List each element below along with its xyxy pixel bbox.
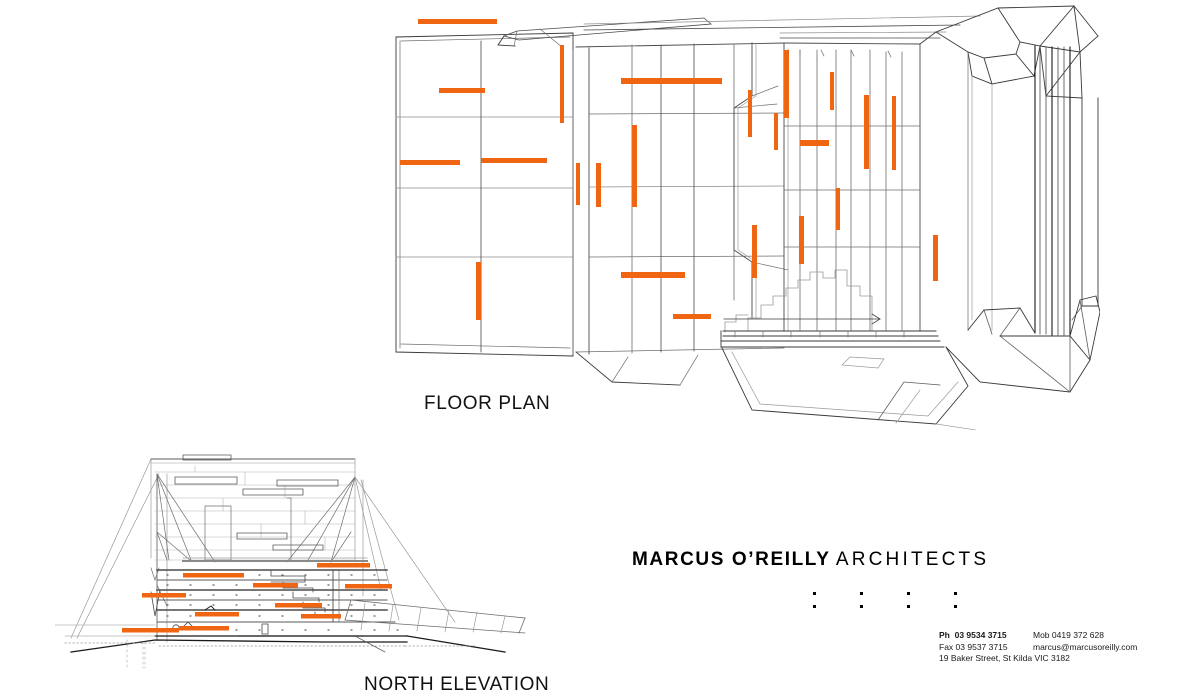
dot	[954, 605, 957, 608]
mobile-entry: Mob 0419 372 628	[1033, 630, 1104, 642]
dot-column	[813, 592, 816, 608]
dot	[860, 605, 863, 608]
mobile-label: Mob	[1033, 630, 1050, 640]
contact-row-address: 19 Baker Street, St Kilda VIC 3182	[939, 653, 1137, 665]
plan-orange-highlights	[400, 19, 938, 320]
dot-column	[907, 592, 910, 608]
practice-name-light: ARCHITECTS	[835, 549, 990, 570]
elevation-orange-highlights	[122, 563, 392, 633]
phone-number: 03 9534 3715	[954, 630, 1007, 640]
north-elevation-label: NORTH ELEVATION	[364, 674, 550, 695]
dot	[907, 592, 910, 595]
dot	[813, 592, 816, 595]
contact-row-fax: Fax 03 9537 3715 marcus@marcusoreilly.co…	[939, 642, 1137, 654]
dot	[907, 605, 910, 608]
fax-label: Fax	[939, 641, 954, 652]
title-block: MARCUS O’REILLY ARCHITECTS Ph 03 9	[632, 548, 1152, 678]
phone-label: Ph	[939, 630, 950, 640]
street-address: 19 Baker Street, St Kilda VIC 3182	[939, 653, 1070, 663]
email-address[interactable]: marcus@marcusoreilly.com	[1033, 641, 1138, 652]
contact-details: Ph 03 9534 3715 Mob 0419 372 628 Fax 03 …	[939, 630, 1137, 665]
dot-column	[954, 592, 957, 608]
floor-plan-drawing	[380, 0, 1100, 430]
practice-name: MARCUS O’REILLY ARCHITECTS	[632, 548, 989, 572]
north-elevation-drawing	[55, 440, 575, 670]
floor-plan-label: FLOOR PLAN	[424, 393, 551, 414]
dot	[813, 605, 816, 608]
dot-column	[860, 592, 863, 608]
dot	[954, 592, 957, 595]
mobile-number: 0419 372 628	[1051, 630, 1104, 640]
dot-grid-decoration	[813, 592, 957, 608]
fax-entry: Fax 03 9537 3715	[939, 642, 1033, 654]
phone-entry: Ph 03 9534 3715	[939, 630, 1033, 642]
practice-name-bold: MARCUS O’REILLY	[632, 549, 831, 570]
fax-number: 03 9537 3715	[955, 641, 1008, 652]
dot	[860, 592, 863, 595]
contact-row-phone: Ph 03 9534 3715 Mob 0419 372 628	[939, 630, 1137, 642]
